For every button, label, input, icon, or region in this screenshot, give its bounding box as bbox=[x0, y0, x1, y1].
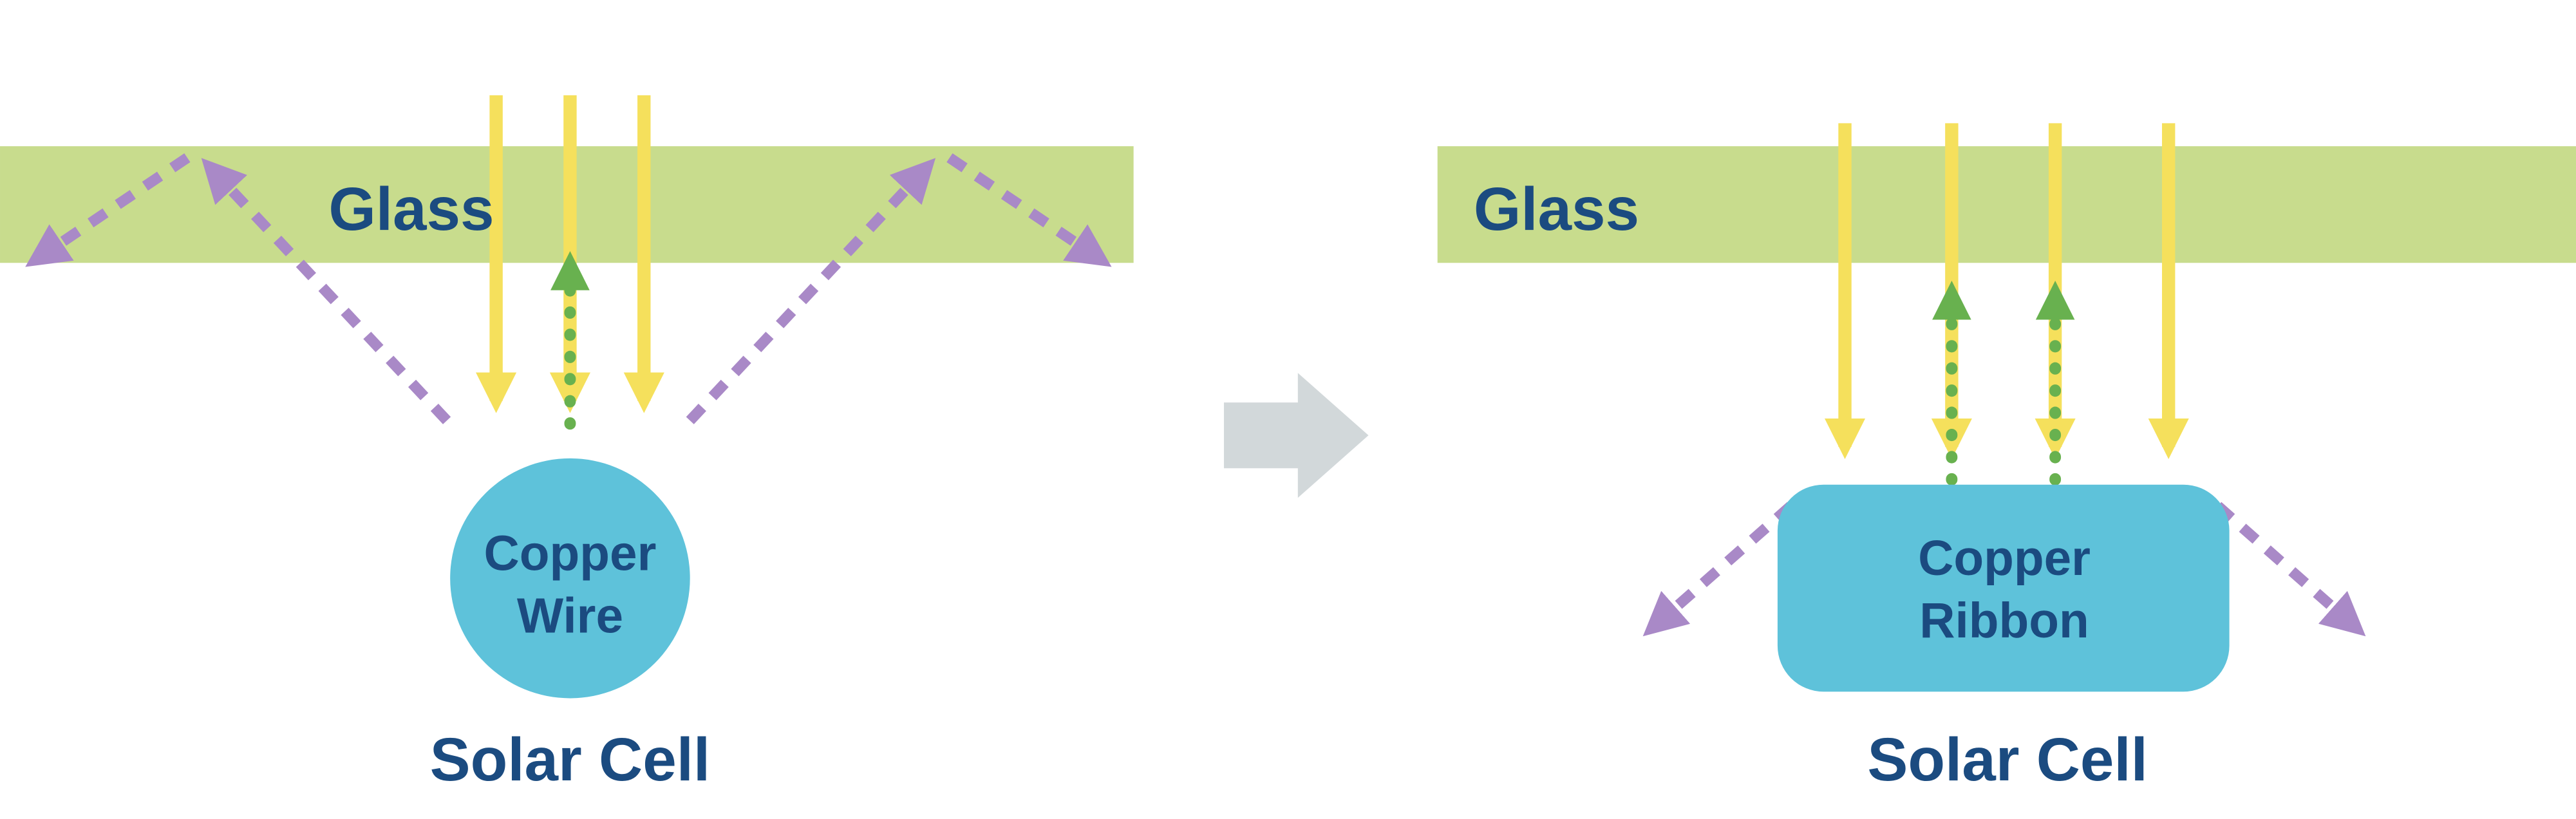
absorbed-light-arrows bbox=[1932, 280, 2075, 486]
glass-label: Glass bbox=[1474, 176, 1639, 243]
copper-wire-shape bbox=[450, 458, 690, 699]
copper-wire-label-line1: Copper bbox=[484, 526, 657, 581]
reflected-light-paths bbox=[25, 153, 1112, 424]
reflected-light-arrow-icon bbox=[686, 158, 936, 424]
right-panel-copper-ribbon: Glass Copper Ribbon Solar Cell bbox=[1437, 123, 2576, 794]
transition-arrow-icon bbox=[1223, 373, 1369, 498]
glass-layer bbox=[1437, 146, 2576, 263]
copper-wire-label-line2: Wire bbox=[517, 588, 623, 643]
copper-ribbon-label-line1: Copper bbox=[1918, 531, 2091, 586]
escaping-light-arrow-icon bbox=[2214, 502, 2366, 637]
reflected-light-arrow-icon bbox=[201, 158, 451, 424]
glass-label: Glass bbox=[328, 176, 494, 243]
copper-ribbon-label-line2: Ribbon bbox=[1919, 594, 2089, 648]
solar-cell-caption: Solar Cell bbox=[430, 726, 710, 794]
copper-ribbon-shape bbox=[1777, 484, 2230, 692]
left-panel-copper-wire: Glass Copper Wire Solar Cell bbox=[0, 95, 1134, 794]
solar-cell-caption: Solar Cell bbox=[1867, 726, 2147, 794]
incident-sunlight-arrows bbox=[475, 95, 664, 413]
escaping-light-arrow-icon bbox=[1642, 502, 1794, 637]
